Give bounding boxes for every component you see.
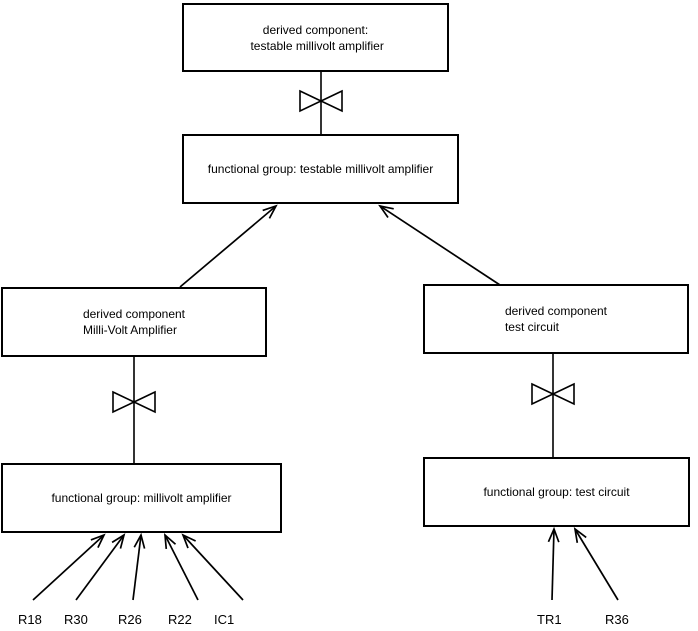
node-label-line1: derived component: xyxy=(262,22,369,37)
bowtie-link-right xyxy=(531,354,575,457)
node-label-line1: derived component xyxy=(504,304,608,318)
arrow-ic1-to-millivolt-amplifier-shaft xyxy=(182,534,244,601)
leaf-label-r22: R22 xyxy=(168,612,192,627)
arrow-r22-to-millivolt-amplifier xyxy=(163,532,199,601)
node-label-line1: derived component xyxy=(82,307,186,321)
node-label-line1: functional group: testable millivolt amp… xyxy=(207,162,434,176)
bowtie-link-top-bowtie-left xyxy=(299,89,323,113)
node-label-line2: Milli-Volt Amplifier xyxy=(82,323,177,337)
arrow-test-circuit-to-testable xyxy=(378,204,501,286)
leaf-label-r26: R26 xyxy=(118,612,142,627)
node-box-fg-testable-millivolt-amplifier[interactable]: functional group: testable millivolt amp… xyxy=(182,134,459,204)
arrow-r18-to-millivolt-amplifier xyxy=(32,533,106,601)
arrow-test-circuit-to-testable-head xyxy=(378,204,394,218)
bowtie-link-left-bowtie-right xyxy=(132,390,156,414)
node-label-fg-testable-millivolt-amplifier: functional group: testable millivolt amp… xyxy=(208,161,433,177)
node-label-fg-millivolt-amplifier: functional group: millivolt amplifier xyxy=(51,490,231,506)
node-label-derived-testable-millivolt-amplifier: derived component: testable millivolt am… xyxy=(247,22,384,54)
arrow-r30-to-millivolt-amplifier-shaft xyxy=(75,534,125,601)
arrow-milli-volt-amplifier-to-testable xyxy=(179,204,278,288)
arrow-ic1-to-millivolt-amplifier xyxy=(181,533,244,601)
arrow-r26-to-millivolt-amplifier-head xyxy=(133,532,146,549)
leaf-label-ic1: IC1 xyxy=(214,612,235,627)
leaf-label-tr1: TR1 xyxy=(537,612,562,627)
arrow-milli-volt-amplifier-to-testable-head xyxy=(262,204,278,219)
bowtie-link-top xyxy=(299,72,343,134)
arrow-r18-to-millivolt-amplifier-head xyxy=(90,533,106,548)
arrow-test-circuit-to-testable-shaft xyxy=(379,205,501,286)
arrow-r26-to-millivolt-amplifier xyxy=(132,532,146,601)
arrow-r30-to-millivolt-amplifier xyxy=(75,533,126,601)
bowtie-link-right-bowtie-right xyxy=(551,382,575,406)
node-box-fg-test-circuit[interactable]: functional group: test circuit xyxy=(423,457,690,527)
arrow-r36-to-test-circuit-head xyxy=(573,527,587,543)
node-label-fg-test-circuit: functional group: test circuit xyxy=(483,484,629,500)
node-box-derived-testable-millivolt-amplifier[interactable]: derived component: testable millivolt am… xyxy=(182,3,449,72)
node-label-line1: functional group: millivolt amplifier xyxy=(51,491,232,505)
arrow-r26-to-millivolt-amplifier-shaft xyxy=(132,534,142,601)
node-label-line2: test circuit xyxy=(504,320,559,334)
leaf-label-r36: R36 xyxy=(605,612,629,627)
bowtie-link-left xyxy=(112,357,156,463)
arrow-tr1-to-test-circuit xyxy=(547,526,560,601)
bowtie-link-top-bowtie-right xyxy=(319,89,343,113)
arrow-r36-to-test-circuit xyxy=(573,527,619,601)
node-box-derived-test-circuit[interactable]: derived component test circuit xyxy=(423,284,689,354)
arrow-r22-to-millivolt-amplifier-head xyxy=(163,532,177,550)
arrow-milli-volt-amplifier-to-testable-shaft xyxy=(179,205,277,288)
bowtie-link-right-bowtie-left xyxy=(531,382,555,406)
leaf-label-r18: R18 xyxy=(18,612,42,627)
bowtie-link-left-bowtie-left xyxy=(112,390,136,414)
leaf-label-r30: R30 xyxy=(64,612,88,627)
arrow-r30-to-millivolt-amplifier-head xyxy=(111,533,126,549)
arrow-r22-to-millivolt-amplifier-shaft xyxy=(164,534,199,601)
node-label-line1: functional group: test circuit xyxy=(483,485,630,499)
node-label-derived-test-circuit: derived component test circuit xyxy=(505,303,607,335)
arrow-ic1-to-millivolt-amplifier-head xyxy=(181,533,197,549)
arrow-r36-to-test-circuit-shaft xyxy=(574,528,619,601)
node-label-line2: testable millivolt amplifier xyxy=(247,38,384,53)
arrow-tr1-to-test-circuit-shaft xyxy=(551,528,555,601)
arrow-tr1-to-test-circuit-head xyxy=(547,526,560,543)
node-box-fg-millivolt-amplifier[interactable]: functional group: millivolt amplifier xyxy=(1,463,282,533)
arrow-r18-to-millivolt-amplifier-shaft xyxy=(32,534,105,601)
